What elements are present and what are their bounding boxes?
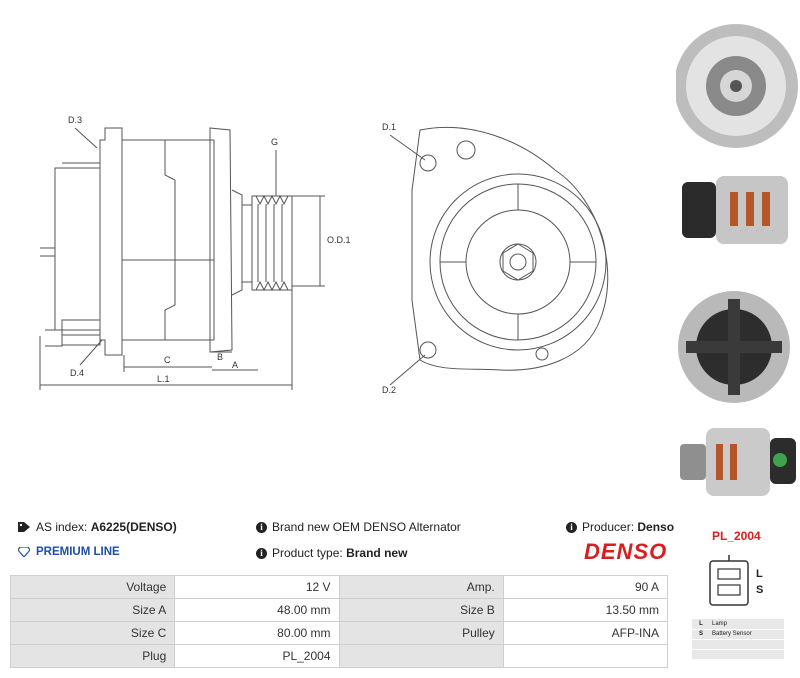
spec-value: 48.00 mm (174, 598, 340, 622)
label-b: B (217, 352, 223, 362)
spec-value: 90 A (502, 575, 669, 599)
product-description: Brand new OEM DENSO Alternator (272, 520, 461, 534)
legend-key (692, 649, 710, 660)
spec-value (502, 644, 669, 668)
label-d4: D.4 (70, 368, 84, 378)
table-row (692, 639, 784, 650)
producer-row: i Producer: Denso (566, 520, 674, 534)
plug-diagram-icon: L S (709, 555, 763, 606)
diamond-icon (18, 547, 30, 557)
specs-table: Voltage 12 V Amp. 90 A Size A 48.00 mm S… (9, 575, 669, 668)
label-g: G (271, 137, 278, 147)
alternator-pulley-photo-icon[interactable] (676, 414, 800, 504)
denso-logo: DENSO (584, 539, 668, 564)
premium-line-label: PREMIUM LINE (36, 546, 120, 558)
spec-label: Size B (338, 598, 504, 622)
info-icon: i (256, 547, 267, 559)
alternator-side-photo-icon[interactable] (676, 164, 800, 259)
legend-key: S (692, 629, 710, 640)
description-row: i Brand new OEM DENSO Alternator (256, 520, 461, 534)
info-icon: i (566, 521, 577, 533)
legend-value: Lamp (710, 619, 784, 630)
table-row (692, 649, 784, 660)
as-index-row: AS index: A6225(DENSO) (18, 520, 177, 534)
as-index-label: AS index: (36, 520, 88, 534)
label-d3: D.3 (68, 115, 82, 125)
legend-value: Battery Sensor (710, 629, 784, 640)
alternator-front-photo-icon[interactable] (676, 4, 800, 164)
plug-title: PL_2004 (712, 529, 761, 543)
spec-label: Plug (9, 644, 176, 668)
table-row: Voltage 12 V Amp. 90 A (9, 575, 669, 599)
label-od1: O.D.1 (327, 235, 351, 245)
plug-pin-l: L (756, 568, 763, 580)
legend-key: L (692, 619, 710, 630)
table-row: Size A 48.00 mm Size B 13.50 mm (9, 598, 669, 622)
spec-value: 13.50 mm (502, 598, 669, 622)
label-d2: D.2 (382, 385, 396, 395)
product-type-row: i Product type: Brand new (256, 546, 407, 560)
legend-key (692, 639, 710, 650)
spec-label: Size A (9, 598, 176, 622)
plug-pin-s: S (756, 584, 763, 596)
label-l1: L.1 (157, 374, 170, 384)
tag-icon (18, 522, 30, 532)
spec-value: PL_2004 (174, 644, 340, 668)
spec-label: Voltage (9, 575, 176, 599)
spec-label: Size C (9, 621, 176, 645)
table-row: Size C 80.00 mm Pulley AFP-INA (9, 621, 669, 645)
info-icon: i (256, 521, 267, 533)
product-type-value: Brand new (346, 546, 408, 560)
legend-value (710, 639, 784, 650)
label-d1: D.1 (382, 122, 396, 132)
spec-value: AFP-INA (502, 621, 669, 645)
spec-label: Amp. (338, 575, 504, 599)
spec-label: Pulley (338, 621, 504, 645)
spec-label (338, 644, 504, 668)
producer-label: Producer: (582, 520, 635, 534)
table-row: Plug PL_2004 (9, 644, 669, 668)
legend-value (710, 649, 784, 660)
product-type-label: Product type: (272, 546, 343, 560)
technical-drawing: D.3 D.4 G O.D.1 B A C L.1 D.1 D.2 (39, 115, 609, 395)
label-a: A (232, 360, 238, 370)
alternator-rear-photo-icon[interactable] (676, 279, 800, 414)
premium-row: PREMIUM LINE (18, 546, 120, 558)
producer-value: Denso (637, 520, 675, 534)
spec-value: 12 V (174, 575, 340, 599)
spec-value: 80.00 mm (174, 621, 340, 645)
as-index-value: A6225(DENSO) (90, 520, 177, 534)
label-c: C (164, 355, 171, 365)
